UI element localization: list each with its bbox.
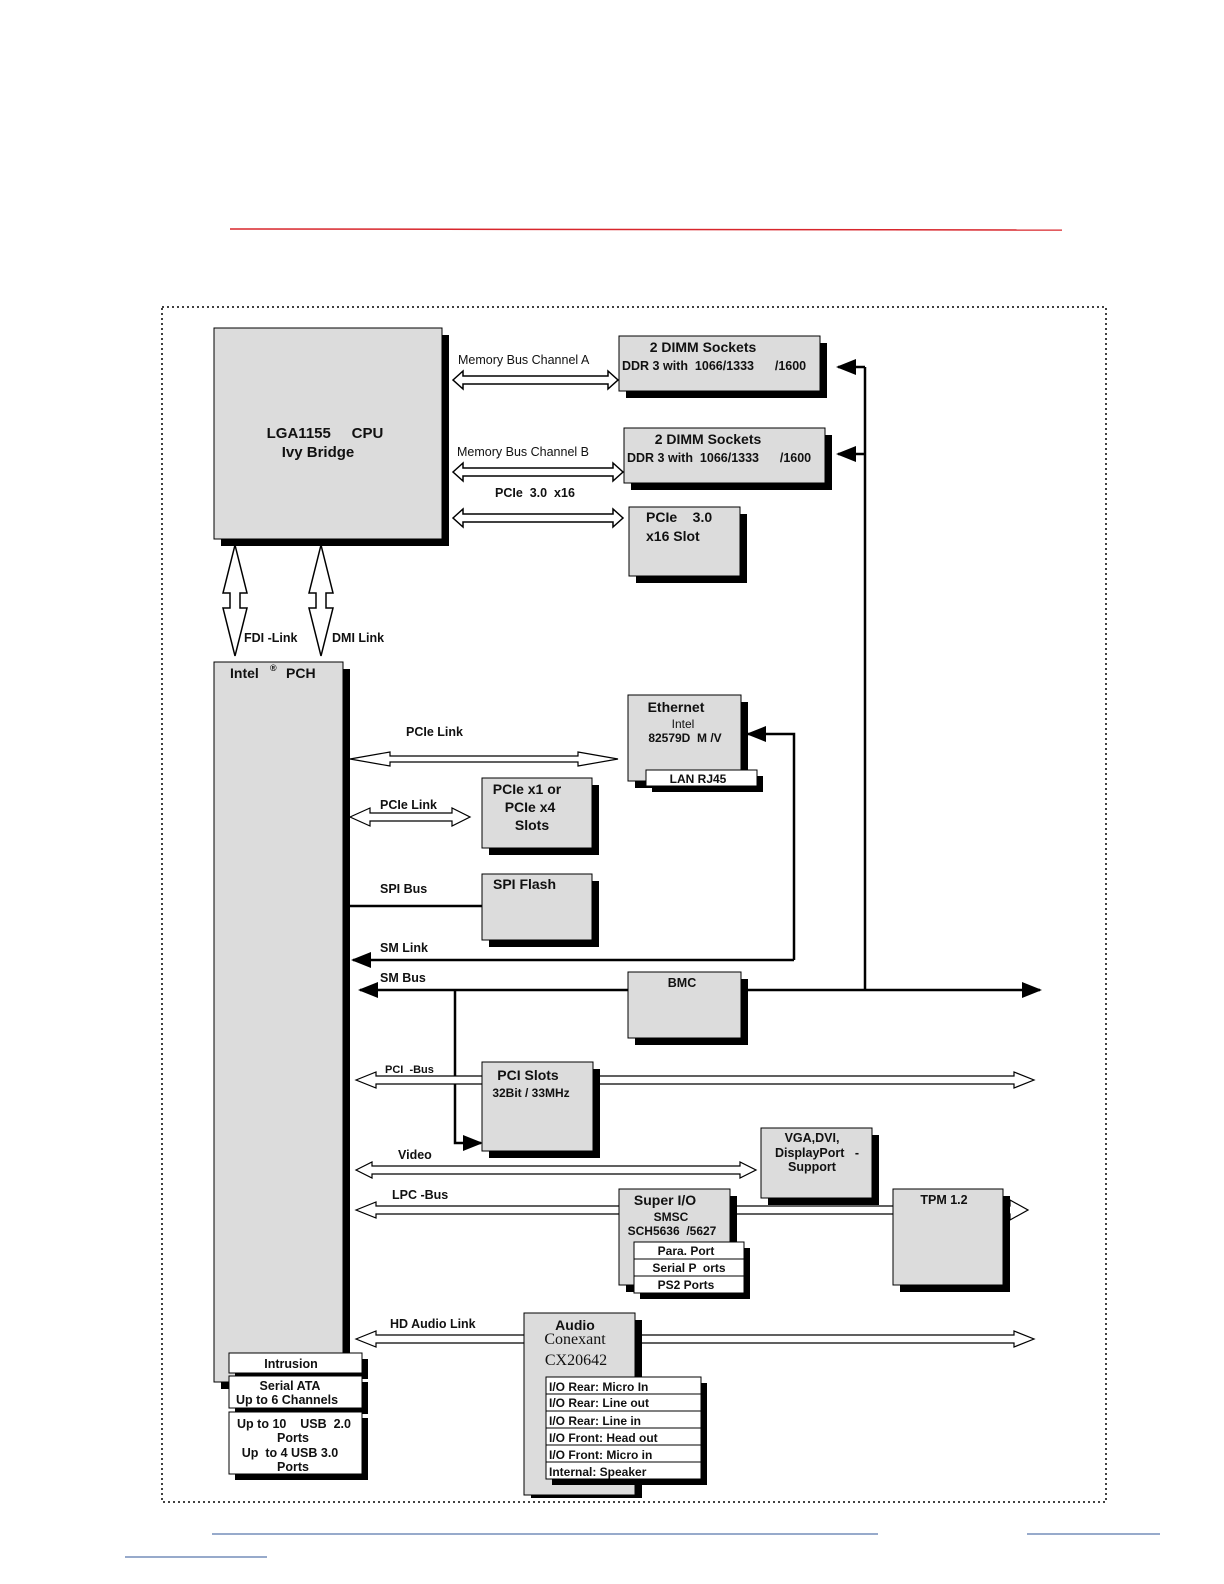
pci-bus-label: PCI -Bus — [385, 1064, 434, 1076]
audio-io-rear-micro-in: I/O Rear: Micro In — [549, 1380, 648, 1394]
pci-slots-title: PCI Slots — [497, 1067, 559, 1083]
pcie-link-1-label: PCIe Link — [406, 725, 463, 739]
bmc-block: BMC — [627, 971, 748, 1045]
spi-flash-block: SPI Flash — [481, 873, 599, 947]
audio-model: CX20642 — [545, 1352, 607, 1369]
super-io-vendor: SMSC — [654, 1210, 689, 1224]
audio-io-front-micro-in: I/O Front: Micro in — [549, 1448, 652, 1462]
pcie-link-slots-arrow — [348, 807, 472, 827]
bmc-label: BMC — [668, 976, 696, 990]
dimm-b-spec: DDR 3 with 1066/1333 /1600 — [627, 451, 811, 465]
tpm-block: TPM 1.2 — [892, 1188, 1010, 1292]
hd-audio-link-label: HD Audio Link — [390, 1317, 476, 1331]
audio-io-list: I/O Rear: Micro In I/O Rear: Line out I/… — [545, 1376, 707, 1485]
pcie-slots-line2: PCIe x4 — [505, 799, 556, 815]
intrusion-label: Intrusion — [264, 1357, 317, 1371]
pch-suffix: PCH — [286, 665, 316, 681]
pci-slots-block: PCI Slots 32Bit / 33MHz — [481, 1061, 600, 1158]
sm-bus-pci-drop — [453, 990, 483, 1151]
dmi-link-arrow — [308, 544, 334, 657]
serial-ports-label: Serial P orts — [652, 1261, 725, 1275]
audio-vendor: Conexant — [544, 1331, 606, 1348]
vga-line1: VGA,DVI, — [785, 1131, 840, 1145]
dmi-link-label: DMI Link — [332, 631, 384, 645]
memory-bus-b-arrow — [451, 461, 625, 483]
spi-flash-label: SPI Flash — [493, 876, 556, 892]
vga-line2: DisplayPort - — [775, 1146, 859, 1160]
super-io-title: Super I/O — [634, 1192, 696, 1208]
ethernet-model: 82579D M /V — [648, 731, 721, 745]
ethernet-title: Ethernet — [648, 699, 705, 715]
spi-bus-label: SPI Bus — [380, 882, 427, 896]
pcie-slot-line2: x16 Slot — [646, 528, 700, 544]
audio-title: Audio — [555, 1317, 595, 1333]
video-arrow — [354, 1161, 758, 1179]
fdi-link-label: FDI -Link — [244, 631, 298, 645]
cpu-codename: Ivy Bridge — [282, 444, 355, 461]
dimm-sockets-a: 2 DIMM Sockets DDR 3 with 1066/1333 /160… — [618, 335, 827, 398]
usb-line2: Ports — [277, 1431, 309, 1445]
sm-bus-label: SM Bus — [380, 971, 426, 985]
ethernet-vendor: Intel — [672, 717, 695, 731]
para-port-label: Para. Port — [658, 1244, 715, 1258]
super-io-ports: Para. Port Serial P orts PS2 Ports — [633, 1241, 750, 1299]
dimm-a-title: 2 DIMM Sockets — [650, 339, 757, 355]
ps2-ports-label: PS2 Ports — [658, 1278, 715, 1292]
sata-box: Serial ATA Up to 6 Channels — [228, 1375, 368, 1414]
vga-block: VGA,DVI, DisplayPort - Support — [760, 1127, 879, 1205]
audio-io-internal-speaker: Internal: Speaker — [549, 1465, 647, 1479]
tpm-label: TPM 1.2 — [920, 1193, 967, 1207]
memory-bus-b-label: Memory Bus Channel B — [457, 445, 589, 459]
sata-line1: Serial ATA — [260, 1379, 321, 1393]
vga-line3: Support — [788, 1160, 837, 1174]
intrusion-box: Intrusion — [228, 1352, 368, 1379]
memory-bus-a-arrow — [451, 369, 620, 391]
header-rule — [229, 228, 1063, 231]
fdi-link-arrow — [222, 544, 248, 657]
pch-title: Intel — [230, 665, 259, 681]
video-label: Video — [398, 1148, 432, 1162]
cpu-block: LGA1155 CPU Ivy Bridge — [213, 327, 449, 546]
cpu-label: LGA1155 CPU — [267, 425, 384, 442]
pch-block: Intel ® PCH — [213, 661, 350, 1389]
dimm-a-spec: DDR 3 with 1066/1333 /1600 — [622, 359, 806, 373]
lpc-bus-label: LPC -Bus — [392, 1188, 448, 1202]
pci-bus-arrow — [354, 1071, 1036, 1089]
sm-link-label: SM Link — [380, 941, 428, 955]
sm-link-line — [746, 726, 796, 960]
lan-port-label: LAN RJ45 — [670, 772, 727, 786]
audio-io-rear-line-in: I/O Rear: Line in — [549, 1414, 641, 1428]
memory-bus-a-label: Memory Bus Channel A — [458, 353, 590, 367]
ethernet-block: Ethernet Intel 82579D M /V LAN RJ45 — [627, 694, 763, 792]
diagram-frame — [161, 306, 1107, 1503]
sata-line2: Up to 6 Channels — [236, 1393, 338, 1407]
pcie-slot-line1: PCIe 3.0 — [646, 509, 712, 525]
usb-line3: Up to 4 USB 3.0 — [242, 1446, 339, 1460]
pci-slots-spec: 32Bit / 33MHz — [492, 1086, 569, 1100]
dimm-b-title: 2 DIMM Sockets — [655, 431, 762, 447]
usb-line1: Up to 10 USB 2.0 — [237, 1417, 351, 1431]
audio-io-rear-line-out: I/O Rear: Line out — [549, 1396, 649, 1410]
pch-registered-mark: ® — [270, 663, 277, 673]
pcie-slots-block: PCIe x1 or PCIe x4 Slots — [481, 777, 599, 855]
usb-line4: Ports — [277, 1460, 309, 1474]
pcie-slots-line1: PCIe x1 or — [493, 781, 562, 797]
super-io-model: SCH5636 /5627 — [628, 1224, 717, 1238]
usb-box: Up to 10 USB 2.0 Ports Up to 4 USB 3.0 P… — [228, 1411, 368, 1480]
dimm-sockets-b: 2 DIMM Sockets DDR 3 with 1066/1333 /160… — [623, 427, 832, 490]
pcie-x16-slot-block: PCIe 3.0 x16 Slot — [628, 506, 747, 583]
pcie-x16-label: PCIe 3.0 x16 — [495, 486, 575, 500]
hd-audio-arrow — [354, 1330, 1036, 1348]
pcie-slots-line3: Slots — [515, 817, 549, 833]
pcie-link-ethernet-arrow — [349, 751, 619, 767]
pcie-x16-arrow — [451, 507, 625, 529]
pcie-link-2-label: PCIe Link — [380, 798, 437, 812]
audio-io-front-head-out: I/O Front: Head out — [549, 1431, 658, 1445]
